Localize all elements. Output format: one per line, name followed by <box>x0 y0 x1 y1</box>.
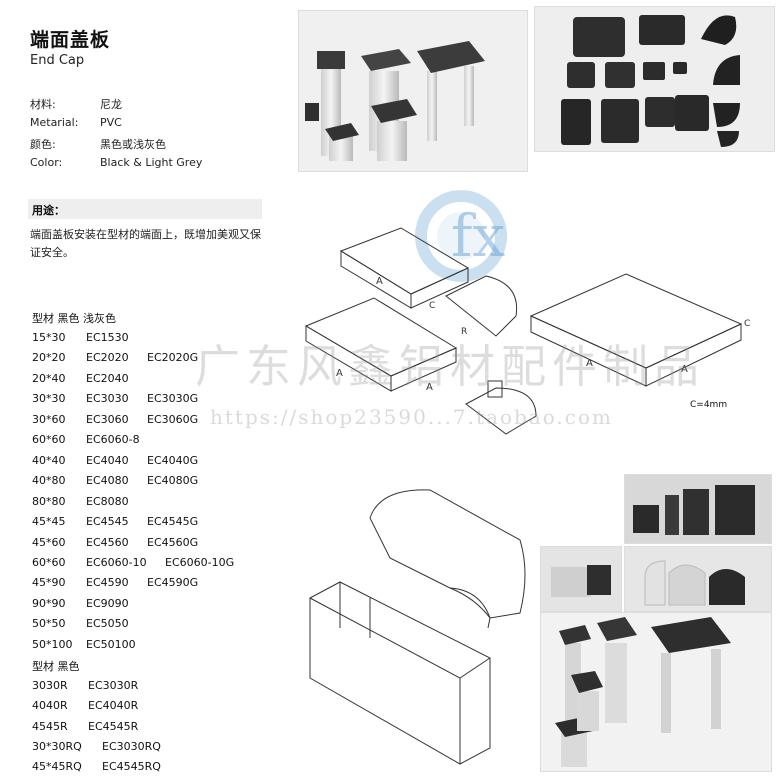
profile-size-cell: 30*30RQ <box>32 739 82 753</box>
black-part-cell: EC4560 <box>86 535 129 549</box>
black-part-cell: EC4040R <box>88 699 139 713</box>
profile-size-cell: 20*40 <box>32 371 66 385</box>
technical-drawing: fx A A A C R A A C <box>296 176 766 446</box>
photo-profile-cap-a <box>540 546 622 612</box>
black-part-cell: EC4590 <box>86 576 129 590</box>
grey-part-cell: EC2020G <box>147 351 199 365</box>
spec-label: 材料: <box>30 98 56 111</box>
grey-part-cell: EC4040G <box>147 453 199 467</box>
profile-size-cell: 60*60 <box>32 555 66 569</box>
spec-value: 黑色或浅灰色 <box>100 138 166 151</box>
spec-value: PVC <box>100 116 122 129</box>
black-part-cell: EC4545R <box>88 719 139 733</box>
black-part-cell: EC4040 <box>86 453 129 467</box>
grey-part-cell: EC3030G <box>147 392 199 406</box>
spec-color-cn: 颜色: 黑色或浅灰色 <box>30 136 166 152</box>
table1-header: 型材 黑色 浅灰色 <box>32 312 116 325</box>
profile-size-cell: 3030R <box>32 679 68 692</box>
dim-a-label: A <box>336 368 343 379</box>
usage-title: 用途： <box>32 204 65 217</box>
black-part-cell: EC4545RQ <box>102 760 161 774</box>
black-part-cell: EC6060-8 <box>86 433 140 447</box>
dim-c-label: C <box>744 319 750 329</box>
black-part-cell: EC4545 <box>86 515 129 529</box>
dim-a-label: A <box>681 364 688 375</box>
page-title: 端面盖板 <box>30 29 111 51</box>
page-subtitle: End Cap <box>30 53 85 68</box>
black-part-cell: EC2040 <box>86 371 129 385</box>
dim-a-label: A <box>586 358 593 369</box>
profile-size-cell: 30*60 <box>32 412 66 426</box>
profile-size-cell: 15*30 <box>32 331 66 344</box>
profile-size-cell: 4040R <box>32 699 68 713</box>
dim-c-label: C <box>429 301 435 311</box>
grey-part-cell: EC4080G <box>147 474 199 488</box>
black-part-cell: EC4080 <box>86 474 129 488</box>
profile-size-cell: 45*60 <box>32 535 66 549</box>
grey-part-cell: EC4545G <box>147 515 199 529</box>
photo-caps-side <box>624 474 772 544</box>
profile-size-cell: 90*90 <box>32 596 66 610</box>
profile-size-cell: 30*30 <box>32 392 66 406</box>
logo-gear-icon <box>415 190 507 282</box>
watermark-url: https://shop23590...7.taobao.com <box>210 405 613 429</box>
drawing-rounded-profile <box>300 478 538 768</box>
black-part-cell: EC3030 <box>86 392 129 406</box>
photo-profiles-with-caps <box>298 10 528 172</box>
black-part-cell: EC8080 <box>86 494 129 508</box>
black-part-cell: EC6060-10 <box>86 555 147 569</box>
profile-size-cell: 40*40 <box>32 453 66 467</box>
black-part-cell: EC1530 <box>86 331 129 344</box>
photo-profiles-with-caps-2 <box>540 612 772 772</box>
spec-label: 颜色: <box>30 138 56 151</box>
spec-label: Metarial: <box>30 116 79 129</box>
profile-size-cell: 4545R <box>32 719 68 733</box>
profile-size-cell: 60*60 <box>32 433 66 447</box>
spec-material-cn: 材料: 尼龙 <box>30 96 122 112</box>
profile-size-cell: 40*80 <box>32 474 66 488</box>
spec-label: Color: <box>30 156 63 169</box>
black-part-cell: EC3030R <box>88 679 139 692</box>
black-part-cell: EC3060 <box>86 412 129 426</box>
usage-header-bar <box>28 199 262 219</box>
grey-part-cell: EC6060-10G <box>165 555 235 569</box>
grey-part-cell: EC3060G <box>147 412 199 426</box>
spec-material-en: Metarial: PVC <box>30 116 122 129</box>
black-part-cell: EC50100 <box>86 637 136 651</box>
photo-loose-caps <box>534 6 775 152</box>
spec-value: 尼龙 <box>100 98 122 111</box>
dim-a-label: A <box>376 276 383 287</box>
spec-color-en: Color: Black & Light Grey <box>30 156 202 169</box>
black-part-cell: EC9090 <box>86 596 129 610</box>
black-part-cell: EC3030RQ <box>102 739 161 753</box>
table2-header: 型材 黑色 <box>32 660 80 673</box>
profile-size-cell: 45*45RQ <box>32 760 82 774</box>
profile-size-cell: 45*90 <box>32 576 66 590</box>
photo-rounded-caps <box>624 546 772 612</box>
profile-size-cell: 45*45 <box>32 515 66 529</box>
dim-note: C=4mm <box>690 400 728 410</box>
profile-size-cell: 50*50 <box>32 617 66 631</box>
usage-text: 端面盖板安装在型材的端面上，既增加美观又保证安全。 <box>30 228 261 259</box>
watermark-text: 广东风鑫铝材配件制品 <box>195 340 706 393</box>
profile-size-cell: 80*80 <box>32 494 66 508</box>
dim-r-label: R <box>461 327 467 337</box>
spec-value: Black & Light Grey <box>100 156 203 169</box>
logo-text: fx <box>451 202 505 270</box>
grey-part-cell: EC4590G <box>147 576 199 590</box>
black-part-cell: EC5050 <box>86 617 129 631</box>
profile-size-cell: 20*20 <box>32 351 66 365</box>
dim-a-label: A <box>426 382 433 393</box>
black-part-cell: EC2020 <box>86 351 129 365</box>
grey-part-cell: EC4560G <box>147 535 199 549</box>
profile-size-cell: 50*100 <box>32 637 73 651</box>
